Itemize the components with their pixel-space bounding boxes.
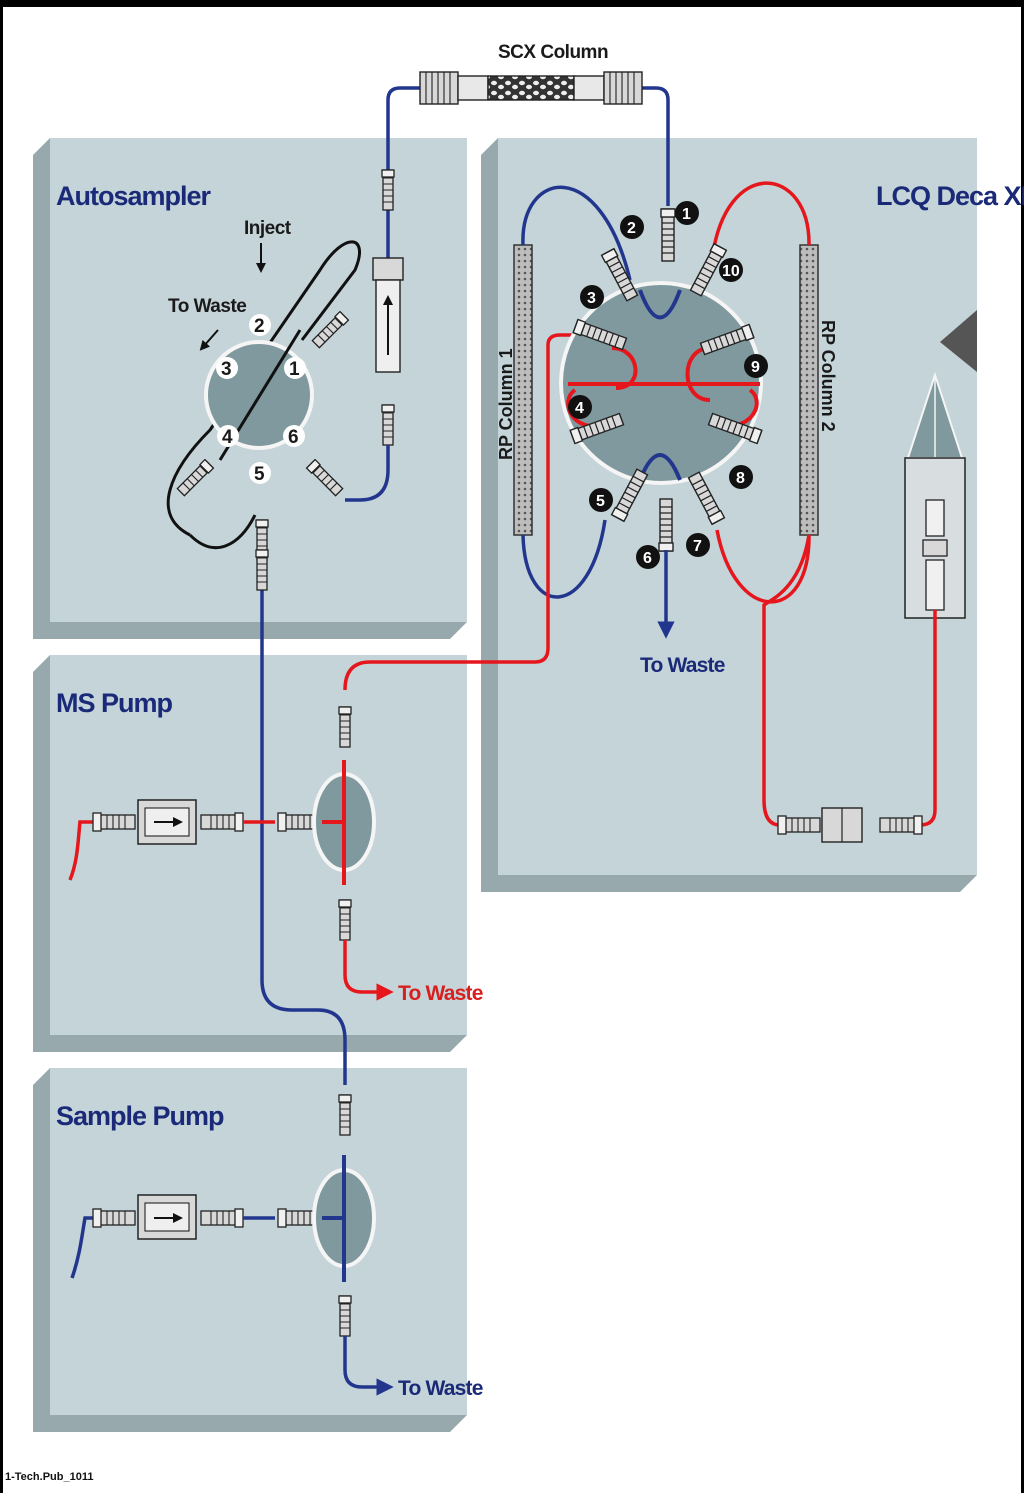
autosampler-port-6: 6 xyxy=(288,427,299,448)
autosampler-port-5: 5 xyxy=(254,464,265,485)
rp-column-2-label: RP Column 2 xyxy=(818,320,838,432)
ms-source xyxy=(777,310,977,843)
lcq-title: LCQ Deca XP xyxy=(876,181,1024,211)
autosampler-port-3: 3 xyxy=(221,359,232,380)
inject-label: Inject xyxy=(244,218,292,239)
scx-column-label: SCX Column xyxy=(498,42,608,63)
lcq-to-waste-label: To Waste xyxy=(640,654,725,677)
lcq-port-numbers: 1 2 3 4 5 6 7 8 9 10 xyxy=(568,201,768,569)
rp-column-2 xyxy=(799,244,819,536)
lcq-port-3: 3 xyxy=(587,290,596,307)
top-border xyxy=(0,0,1024,7)
footer-code: 1-Tech.Pub_1011 xyxy=(5,1471,93,1483)
autosampler-port-1: 1 xyxy=(289,359,300,380)
lcq-port-6: 6 xyxy=(643,550,652,567)
ms-pump-title: MS Pump xyxy=(56,688,173,718)
autosampler-port-4: 4 xyxy=(222,427,233,448)
autosampler-to-waste-label: To Waste xyxy=(168,296,246,317)
autosampler-valve: 2 3 1 4 6 5 Inject To Waste xyxy=(166,168,404,561)
scx-column: SCX Column xyxy=(386,42,670,206)
autosampler-port-2: 2 xyxy=(254,316,265,337)
lcq-valve: RP Column 1 RP Column 2 xyxy=(343,181,838,827)
lcq-port-4: 4 xyxy=(575,400,584,417)
rp-column-1 xyxy=(513,244,533,536)
lcq-port-5: 5 xyxy=(596,493,605,510)
sample-pump-to-waste-label: To Waste xyxy=(398,1377,483,1400)
lcq-port-7: 7 xyxy=(693,538,702,555)
lcq-port-10: 10 xyxy=(722,263,740,280)
sample-pump-panel: Sample Pump xyxy=(33,1068,467,1432)
right-border xyxy=(1021,0,1024,1493)
lcq-port-1: 1 xyxy=(682,206,691,223)
inline-check-valve xyxy=(372,257,404,373)
ms-pump-to-waste-label: To Waste xyxy=(398,982,483,1005)
lcq-port-2: 2 xyxy=(627,220,636,237)
autosampler-title: Autosampler xyxy=(56,181,212,211)
ms-pump: To Waste xyxy=(68,706,484,1005)
left-border xyxy=(0,0,3,1493)
sample-pump: To Waste xyxy=(70,1094,484,1400)
ms-pump-panel: MS Pump xyxy=(33,655,467,1052)
rp-column-1-label: RP Column 1 xyxy=(496,348,516,460)
sample-pump-title: Sample Pump xyxy=(56,1101,224,1131)
lcq-port-8: 8 xyxy=(736,470,745,487)
lcq-port-9: 9 xyxy=(751,359,760,376)
